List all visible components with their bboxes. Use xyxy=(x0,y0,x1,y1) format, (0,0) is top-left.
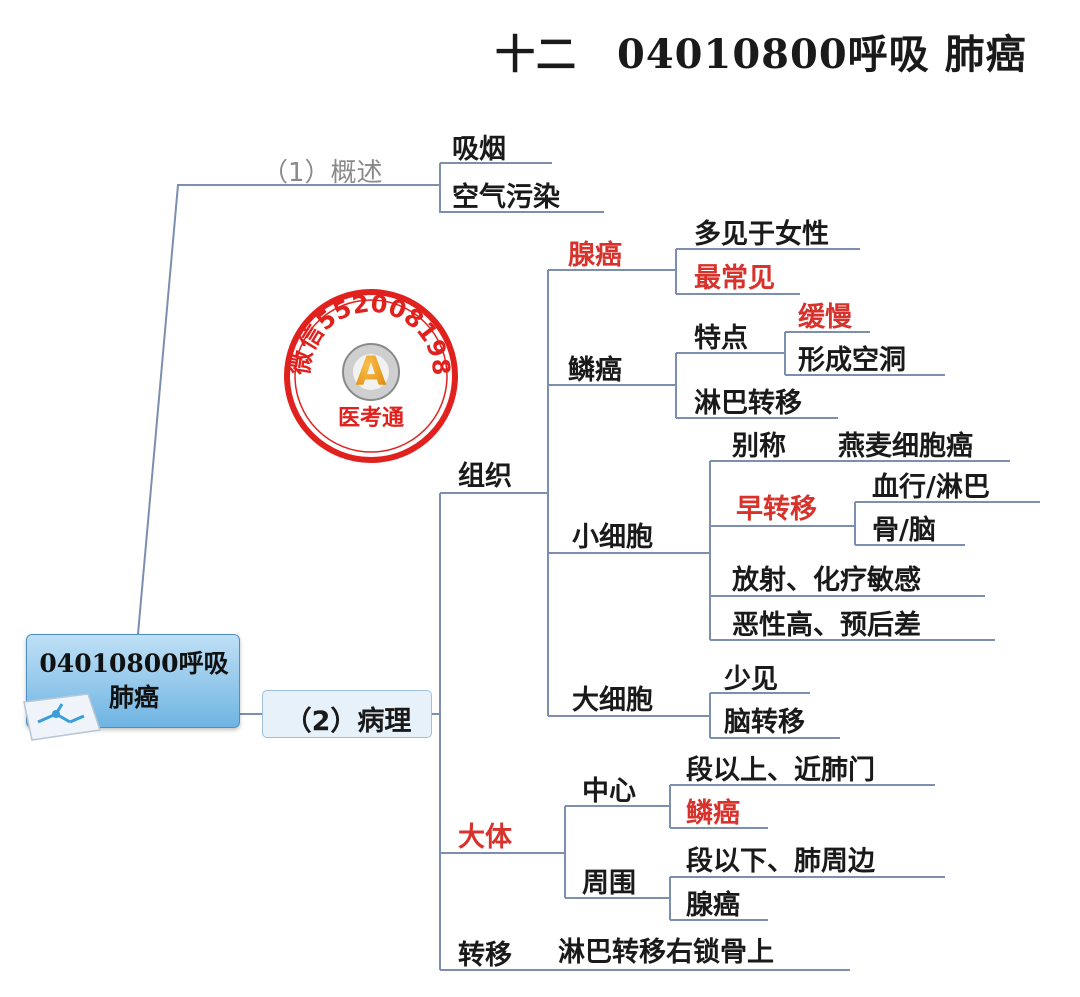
overview-item-air-pollution[interactable]: 空气污染 xyxy=(452,182,560,214)
squamous-features[interactable]: 特点 xyxy=(694,323,748,355)
node-tissue[interactable]: 组织 xyxy=(458,461,512,493)
branch-pathology[interactable]: （2）病理 xyxy=(262,690,432,738)
adeno-item-women[interactable]: 多见于女性 xyxy=(694,219,829,251)
squamous-feature-cavity[interactable]: 形成空洞 xyxy=(798,345,906,377)
squamous-feature-slow[interactable]: 缓慢 xyxy=(798,302,852,334)
title-text: 04010800呼吸 肺癌 xyxy=(617,31,1027,78)
peripheral-item-adeno[interactable]: 腺癌 xyxy=(686,890,740,922)
node-gross[interactable]: 大体 xyxy=(458,822,512,854)
stamp-logo: A xyxy=(356,349,387,395)
small-cell-early-metastasis[interactable]: 早转移 xyxy=(736,494,817,526)
gross-central[interactable]: 中心 xyxy=(582,776,636,808)
small-cell-poor-prognosis[interactable]: 恶性高、预后差 xyxy=(732,610,921,642)
adeno-item-most-common[interactable]: 最常见 xyxy=(694,263,775,295)
central-item-hilum[interactable]: 段以上、近肺门 xyxy=(686,755,875,787)
small-cell-alias-value[interactable]: 燕麦细胞癌 xyxy=(838,431,973,463)
small-cell-radio-chemo-sensitive[interactable]: 放射、化疗敏感 xyxy=(732,565,921,597)
page-title: 十二 04010800呼吸 肺癌 xyxy=(495,22,1027,80)
node-adenocarcinoma[interactable]: 腺癌 xyxy=(568,240,622,272)
gross-peripheral[interactable]: 周围 xyxy=(582,868,636,900)
stamp-bottom-text: 医考通 xyxy=(338,406,404,431)
squamous-lymph-metastasis[interactable]: 淋巴转移 xyxy=(694,388,802,420)
node-squamous[interactable]: 鳞癌 xyxy=(568,355,622,387)
small-cell-alias-label[interactable]: 别称 xyxy=(732,431,786,463)
central-item-squamous[interactable]: 鳞癌 xyxy=(686,798,740,830)
node-large-cell[interactable]: 大细胞 xyxy=(572,685,653,717)
branch-overview[interactable]: （1）概述 xyxy=(262,157,383,189)
node-metastasis[interactable]: 转移 xyxy=(458,940,512,972)
node-small-cell[interactable]: 小细胞 xyxy=(572,522,653,554)
early-metastasis-blood-lymph[interactable]: 血行/淋巴 xyxy=(872,472,990,504)
large-cell-brain-metastasis[interactable]: 脑转移 xyxy=(724,707,805,739)
early-metastasis-bone-brain[interactable]: 骨/脑 xyxy=(872,515,936,547)
branch-pathology-label: （2）病理 xyxy=(263,699,433,738)
watermark-stamp: 微信552008198 A 医考通 xyxy=(282,287,460,465)
large-cell-rare[interactable]: 少见 xyxy=(724,664,778,696)
chapter-number: 十二 xyxy=(495,31,577,78)
peripheral-item-periphery[interactable]: 段以下、肺周边 xyxy=(686,846,875,878)
overview-item-smoking[interactable]: 吸烟 xyxy=(452,134,506,166)
metastasis-value[interactable]: 淋巴转移右锁骨上 xyxy=(558,937,774,969)
paper-sheet-icon xyxy=(18,692,104,742)
